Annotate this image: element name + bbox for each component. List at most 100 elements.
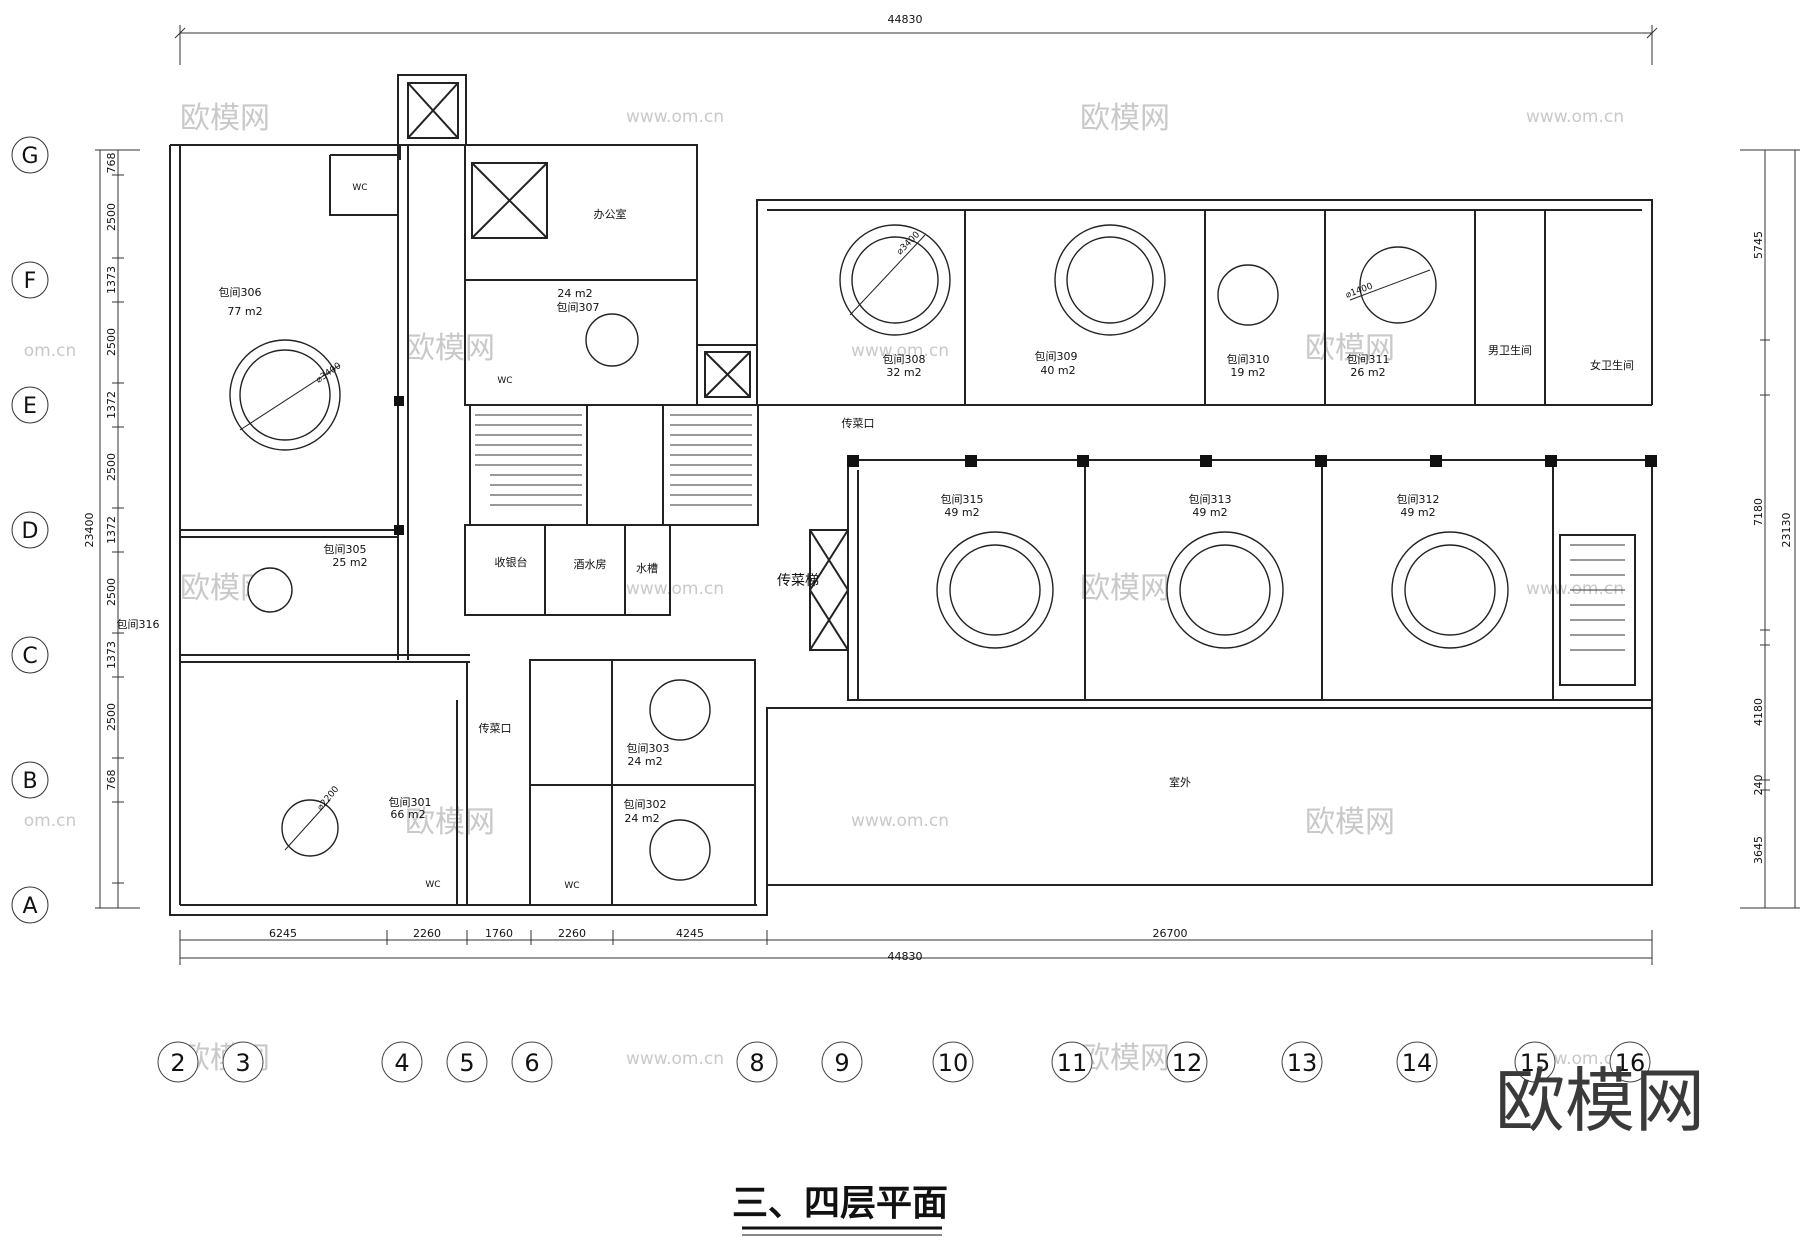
row-axis-label: F (24, 269, 37, 294)
column-axis-label: 5 (459, 1049, 474, 1077)
watermark-url: www.om.cn (626, 579, 724, 599)
room-308-name: 包间308 (883, 353, 926, 366)
room-311-name: 包间311 (1347, 353, 1390, 366)
dimension-right-segment: 3645 (1752, 836, 1765, 864)
dimension-bottom-segment: 6245 (269, 927, 297, 940)
column-axis-label: 13 (1287, 1049, 1318, 1077)
drawing-title: 三、四层平面 (732, 1183, 948, 1224)
dimension-bottom-segment: 26700 (1153, 927, 1188, 940)
bar-room-label: 酒水房 (574, 558, 607, 571)
stair-treads (475, 414, 1625, 651)
watermark-url: www.om.cn (851, 811, 949, 831)
watermark-logo-text: 欧模网 (1305, 805, 1395, 840)
wc-label: WC (352, 183, 367, 193)
room-307-name: 包间307 (557, 301, 600, 314)
row-axis-label: A (22, 894, 37, 919)
women-restroom-label: 女卫生间 (1590, 358, 1634, 372)
dimension-left-segment: 1373 (105, 266, 118, 294)
column-axis-label: 6 (524, 1049, 539, 1077)
dimension-left-segment: 768 (105, 770, 118, 791)
dimension-right-segment: 4180 (1752, 698, 1765, 726)
column-axis-label: 9 (834, 1049, 849, 1077)
room-301-area: 66 m2 (390, 808, 425, 821)
column-axis-label: 4 (394, 1049, 409, 1077)
column-axis-label: 15 (1520, 1049, 1551, 1077)
serving-port-label: 传菜口 (842, 417, 875, 430)
dimension-top-total: 44830 (888, 13, 923, 26)
outdoor-label: 室外 (1169, 775, 1191, 789)
room-309-name: 包间309 (1035, 350, 1078, 363)
serving-port-label: 传菜口 (479, 722, 512, 735)
room-306-area: 77 m2 (227, 305, 262, 318)
column-axis-label: 2 (170, 1049, 185, 1077)
row-axis-label: G (21, 144, 38, 169)
row-axis-label: E (23, 394, 37, 419)
dimension-left-segment: 768 (105, 153, 118, 174)
watermark-logo-text: 欧模网 (1080, 1041, 1170, 1076)
watermark-url: www.om.cn (626, 107, 724, 127)
dimension-bottom-segment: 2260 (413, 927, 441, 940)
row-axis-markers (11, 136, 49, 924)
room-315-area: 49 m2 (944, 506, 979, 519)
dimension-right-segment: 7180 (1752, 498, 1765, 526)
dimension-bottom-total: 44830 (888, 950, 923, 963)
room-303-area: 24 m2 (627, 755, 662, 768)
watermark-url: om.cn (24, 811, 77, 831)
room-302-area: 24 m2 (624, 812, 659, 825)
watermark-logo-text: 欧模网 (1080, 101, 1170, 136)
room-301-name: 包间301 (389, 796, 432, 809)
dimension-left-segment: 1372 (105, 391, 118, 419)
room-305-name: 包间305 (324, 543, 367, 556)
table-diameter-lines (239, 234, 1431, 851)
room-313-area: 49 m2 (1192, 506, 1227, 519)
dimension-left-segment: 2500 (105, 703, 118, 731)
row-axis-label: B (22, 769, 37, 794)
room-309-area: 40 m2 (1040, 364, 1075, 377)
sink-label: 水槽 (636, 562, 658, 575)
column-axis-label: 3 (235, 1049, 250, 1077)
dimension-left-segment: 1373 (105, 641, 118, 669)
column-axis-label: 14 (1402, 1049, 1433, 1077)
dimension-left-segment: 2500 (105, 453, 118, 481)
dimension-left-segment: 2500 (105, 328, 118, 356)
watermark-url: www.om.cn (1526, 579, 1624, 599)
dimension-lines (95, 25, 1800, 965)
column-axis-label: 11 (1057, 1049, 1088, 1077)
room-312-area: 49 m2 (1400, 506, 1435, 519)
room-311-area: 26 m2 (1350, 366, 1385, 379)
dimension-bottom-segment: 2260 (558, 927, 586, 940)
column-axis-label: 12 (1172, 1049, 1203, 1077)
walls (169, 74, 1653, 916)
dining-tables (229, 224, 1509, 881)
room-306-name: 包间306 (219, 286, 262, 299)
watermark-logo-text: 欧模网 (180, 101, 270, 136)
room-307-area: 24 m2 (557, 287, 592, 300)
column-axis-markers (157, 1041, 1651, 1083)
brand-watermark: 欧模网 (1495, 1060, 1705, 1142)
men-restroom-label: 男卫生间 (1488, 343, 1532, 357)
room-305-area: 25 m2 (332, 556, 367, 569)
room-310-area: 19 m2 (1230, 366, 1265, 379)
dimension-right-segment: 240 (1752, 775, 1765, 796)
watermark-logo-text: 欧模网 (405, 805, 495, 840)
column-axis-label: 16 (1615, 1049, 1646, 1077)
room-312-name: 包间312 (1397, 493, 1440, 506)
room-310-name: 包间310 (1227, 353, 1270, 366)
room-316-name: 包间316 (117, 618, 160, 631)
structural-columns (394, 396, 1657, 535)
wc-label: WC (425, 880, 440, 890)
cashier-label: 收银台 (495, 555, 528, 569)
dimension-right-total: 23130 (1780, 513, 1793, 548)
dimension-right-segment: 5745 (1752, 231, 1765, 259)
room-313-name: 包间313 (1189, 493, 1232, 506)
dimension-left-total: 23400 (83, 513, 96, 548)
dimension-left-segment: 2500 (105, 203, 118, 231)
watermark-logo-text: 欧模网 (1080, 571, 1170, 606)
row-axis-label: C (22, 644, 37, 669)
room-303-name: 包间303 (627, 742, 670, 755)
wc-label: WC (564, 881, 579, 891)
office-label: 办公室 (594, 207, 627, 221)
dimension-left-segment: 1372 (105, 516, 118, 544)
watermark-logo-text: 欧模网 (405, 331, 495, 366)
